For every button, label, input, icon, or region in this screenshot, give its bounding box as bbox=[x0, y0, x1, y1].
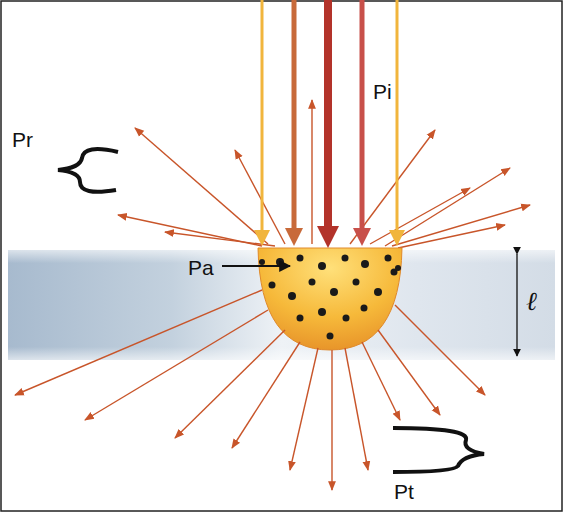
bracket bbox=[393, 428, 484, 472]
label: Pt bbox=[392, 480, 416, 503]
label: Pi bbox=[371, 80, 394, 103]
absorbing-particles bbox=[259, 255, 401, 340]
bracket bbox=[58, 149, 118, 192]
label: ℓ bbox=[524, 288, 539, 316]
incident-beams bbox=[254, 0, 405, 248]
label: Pr bbox=[10, 128, 35, 151]
label: Pa bbox=[186, 256, 216, 279]
leader-arrow bbox=[222, 265, 290, 267]
transmitted-rays bbox=[15, 290, 485, 490]
dimension-arrow bbox=[516, 254, 517, 356]
